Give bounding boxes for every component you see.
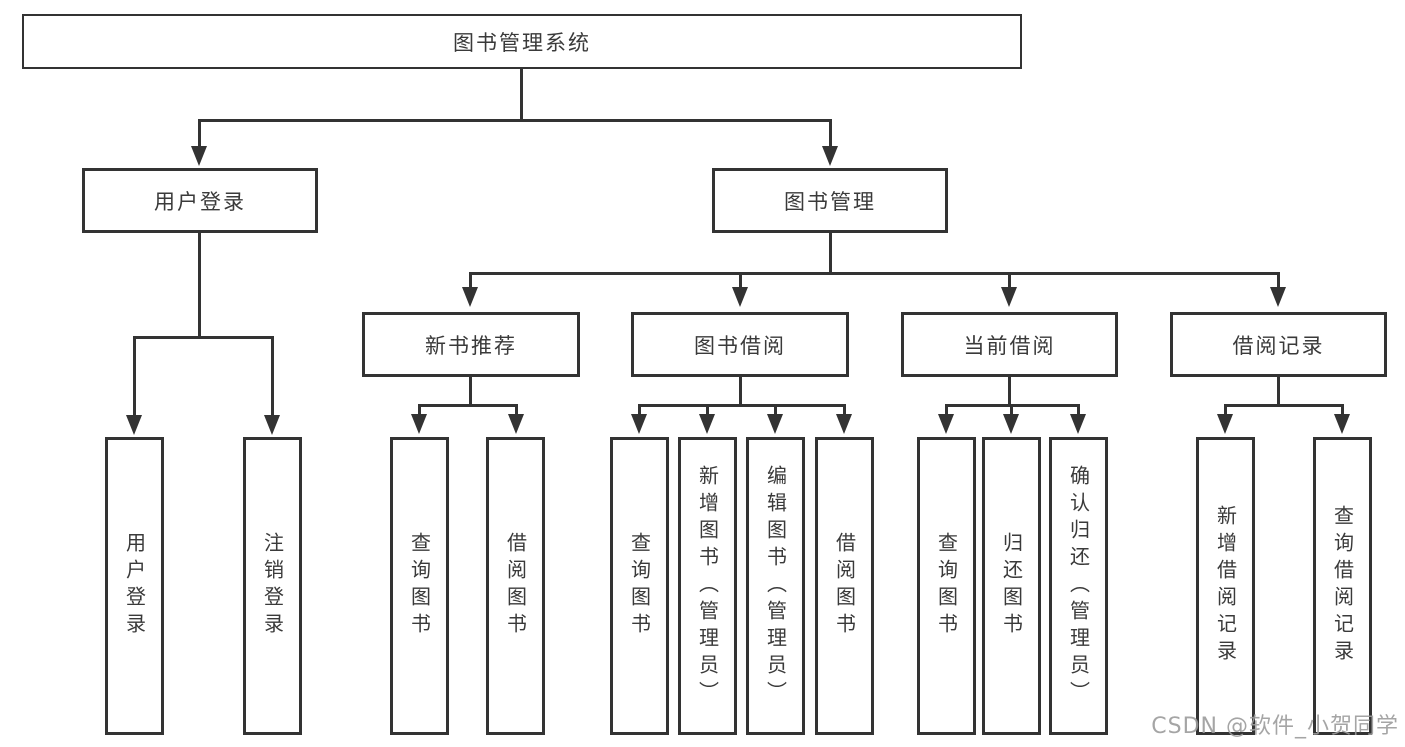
arrow-down-icon	[1334, 414, 1350, 434]
connector-line	[1008, 377, 1011, 406]
connector-line	[469, 272, 1280, 275]
connector-line	[520, 67, 523, 119]
arrow-down-icon	[191, 146, 207, 166]
arrow-down-icon	[1217, 414, 1233, 434]
node-leaf-edit-book-admin: 编辑图书（管理员）	[746, 437, 805, 735]
connector-line	[774, 404, 777, 416]
connector-line	[1010, 404, 1013, 416]
connector-line	[469, 272, 472, 289]
connector-line	[1224, 404, 1344, 407]
arrow-down-icon	[699, 414, 715, 434]
node-current-borrowing: 当前借阅	[901, 312, 1118, 377]
node-leaf-add-borrow-record: 新增借阅记录	[1196, 437, 1255, 735]
arrow-down-icon	[1001, 287, 1017, 307]
connector-line	[829, 119, 832, 148]
connector-line	[198, 233, 201, 336]
connector-line	[198, 119, 201, 148]
arrow-down-icon	[822, 146, 838, 166]
node-leaf-borrow-books-1: 借阅图书	[486, 437, 545, 735]
connector-line	[945, 404, 948, 416]
connector-line	[1077, 404, 1080, 416]
arrow-down-icon	[1003, 414, 1019, 434]
connector-line	[133, 336, 273, 339]
connector-line	[469, 377, 472, 406]
connector-line	[829, 233, 832, 274]
connector-line	[843, 404, 846, 416]
connector-line	[418, 404, 421, 416]
node-leaf-query-books-2: 查询图书	[610, 437, 669, 735]
connector-line	[1224, 404, 1227, 416]
node-leaf-confirm-return-admin: 确认归还（管理员）	[1049, 437, 1108, 735]
arrow-down-icon	[1270, 287, 1286, 307]
arrow-down-icon	[462, 287, 478, 307]
connector-line	[739, 272, 742, 289]
node-new-book-recommend: 新书推荐	[362, 312, 580, 377]
arrow-down-icon	[732, 287, 748, 307]
arrow-down-icon	[1070, 414, 1086, 434]
connector-line	[515, 404, 518, 416]
connector-line	[133, 336, 136, 416]
node-user-login: 用户登录	[82, 168, 318, 233]
node-leaf-borrow-books-2: 借阅图书	[815, 437, 874, 735]
node-leaf-query-books-3: 查询图书	[917, 437, 976, 735]
node-book-management: 图书管理	[712, 168, 948, 233]
arrow-down-icon	[836, 414, 852, 434]
connector-line	[638, 404, 641, 416]
connector-line	[638, 404, 846, 407]
connector-line	[1341, 404, 1344, 416]
node-leaf-add-book-admin: 新增图书（管理员）	[678, 437, 737, 735]
connector-line	[1008, 272, 1011, 289]
node-leaf-query-books-1: 查询图书	[390, 437, 449, 735]
node-leaf-query-borrow-record: 查询借阅记录	[1313, 437, 1372, 735]
node-leaf-user-login: 用户登录	[105, 437, 164, 735]
connector-line	[1277, 272, 1280, 289]
arrow-down-icon	[411, 414, 427, 434]
connector-line	[271, 336, 274, 416]
connector-line	[706, 404, 709, 416]
arrow-down-icon	[264, 415, 280, 435]
node-root: 图书管理系统	[22, 14, 1022, 69]
arrow-down-icon	[767, 414, 783, 434]
connector-line	[739, 377, 742, 406]
node-borrow-records: 借阅记录	[1170, 312, 1387, 377]
connector-line	[198, 119, 832, 122]
node-book-borrowing: 图书借阅	[631, 312, 849, 377]
arrow-down-icon	[631, 414, 647, 434]
arrow-down-icon	[126, 415, 142, 435]
connector-line	[418, 404, 518, 407]
connector-line	[1277, 377, 1280, 406]
node-leaf-return-book: 归还图书	[982, 437, 1041, 735]
node-leaf-logout: 注销登录	[243, 437, 302, 735]
arrow-down-icon	[938, 414, 954, 434]
arrow-down-icon	[508, 414, 524, 434]
watermark: CSDN @软件_小贺同学	[1151, 714, 1399, 739]
